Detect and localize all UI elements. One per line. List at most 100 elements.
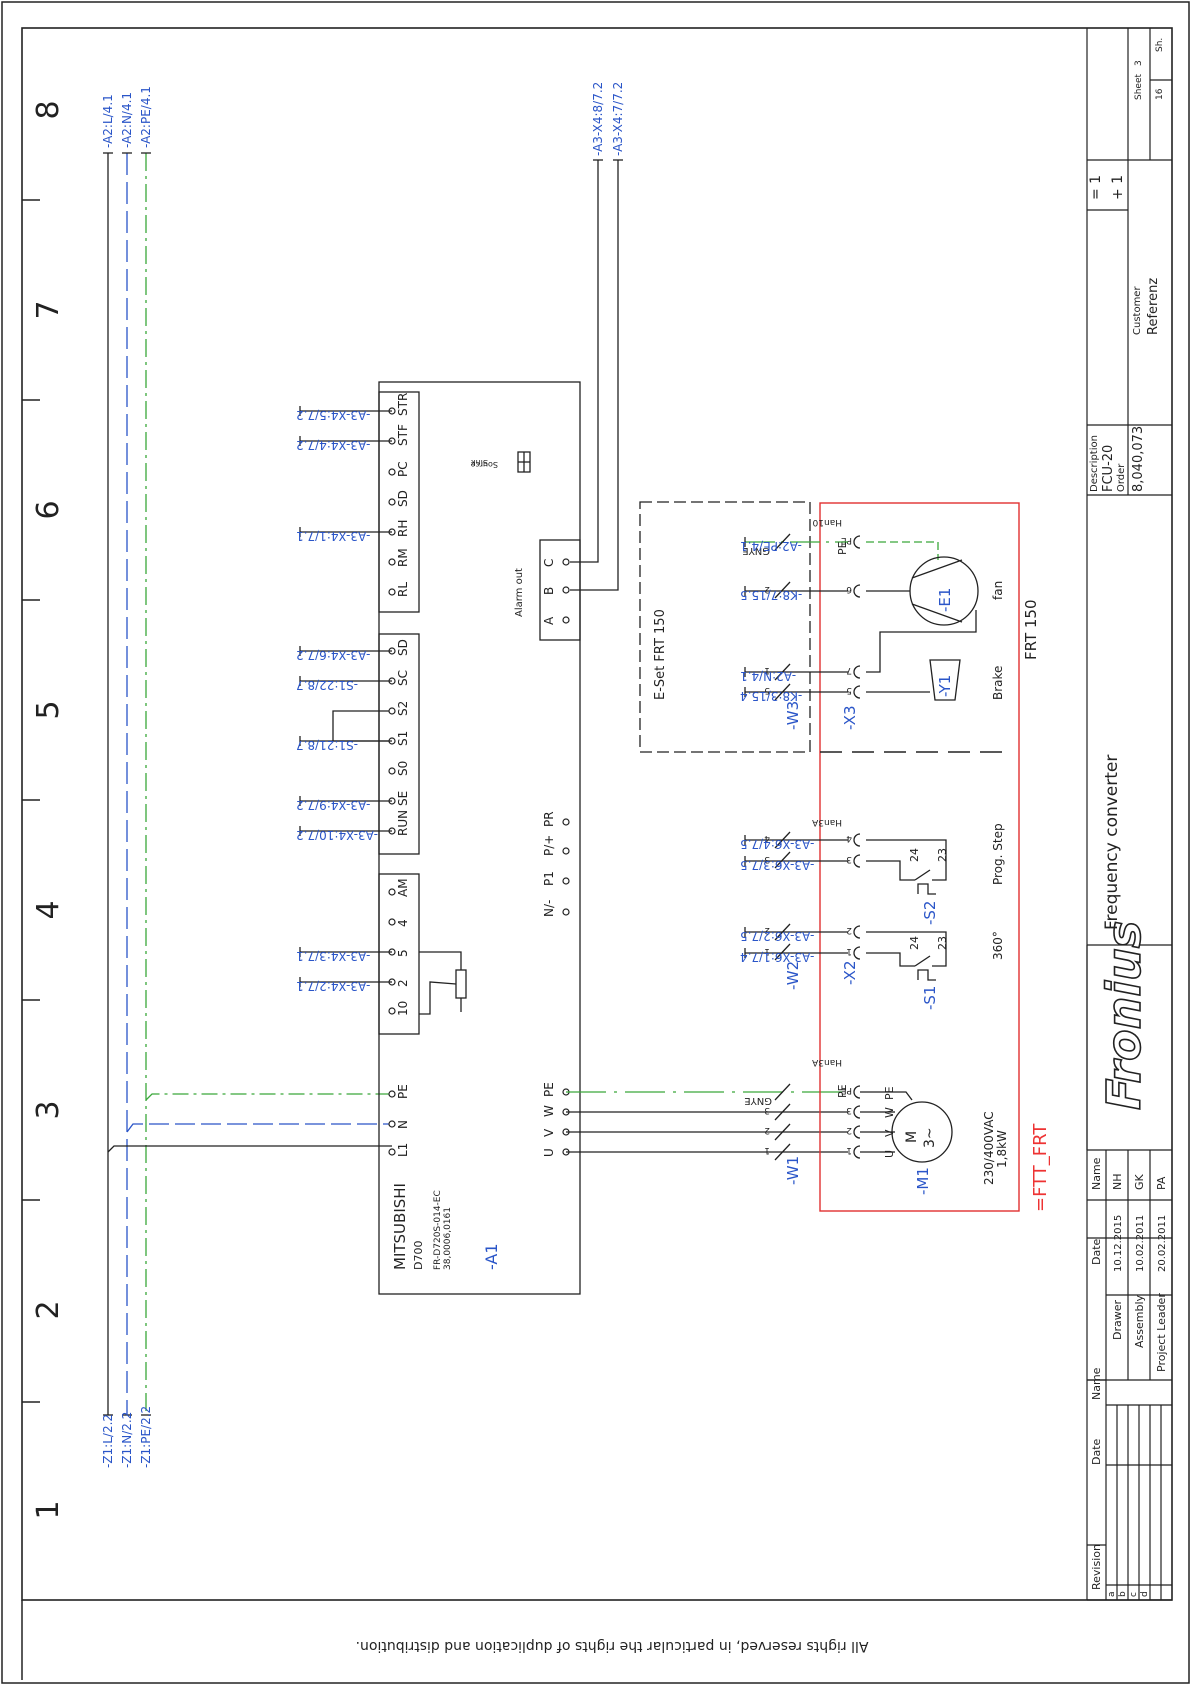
motor-m: M xyxy=(904,1131,920,1143)
pin-number: 6 xyxy=(846,584,852,594)
xref-z1-n: -Z1:N/2.2 xyxy=(120,1412,134,1468)
column-number-8: 8 xyxy=(31,100,66,119)
alarm-label-b: B xyxy=(542,587,556,595)
xref-a2-n: -A2:N/4.1 xyxy=(120,92,134,148)
relay-label-rl: RL xyxy=(396,582,410,597)
tb-role-name-header: Name xyxy=(1090,1157,1103,1190)
alarm-out-wiring xyxy=(570,159,623,591)
tb-plus: + 1 xyxy=(1110,175,1126,200)
relay-label-pc: PC xyxy=(396,461,410,477)
column-number-2: 2 xyxy=(31,1300,66,1319)
switch-s1: -S1 xyxy=(921,986,939,1010)
tb-date-header: Date xyxy=(1090,1438,1103,1465)
pin-number: PE xyxy=(841,535,852,545)
input-label-run: RUN xyxy=(396,810,410,836)
han10: Han10 xyxy=(812,517,842,527)
xref-step-4: -A3-X6:4/7.5 xyxy=(740,837,814,851)
tb-reference: Referenz xyxy=(1146,278,1161,335)
tb-leader-date: 20.02.2011 xyxy=(1157,1215,1168,1272)
xref-input-run: -A3-X4:10/7.2 xyxy=(296,828,378,842)
analog-label-am: AM xyxy=(396,878,410,897)
pe-motor: PE xyxy=(836,1084,849,1098)
xref-relay-stf: -A3-X4:4/7.2 xyxy=(296,438,370,452)
pin-number: 4 xyxy=(846,833,852,843)
wire-number: 1 xyxy=(764,665,770,675)
wire-number: 2 xyxy=(764,1125,770,1135)
inverter-a1 xyxy=(332,381,581,1295)
tb-rev-b: b xyxy=(1118,1591,1128,1597)
xref-input-sd: -A3-X4:6/7.2 xyxy=(296,648,370,662)
column-number-5: 5 xyxy=(31,700,66,719)
dc-label-n: N/- xyxy=(542,900,556,917)
rights-note: All rights reserved, in particular the r… xyxy=(356,1638,869,1654)
fan-e1: -E1 xyxy=(936,588,954,612)
motor-phase: 3~ xyxy=(922,1127,938,1148)
fan-label: fan xyxy=(991,581,1005,600)
tb-leader-name: PA xyxy=(1155,1176,1168,1190)
pin-number: 2 xyxy=(846,1125,852,1135)
brake-label: Brake xyxy=(991,666,1005,700)
pe-eset: PE xyxy=(836,541,849,555)
motor-term-u: U xyxy=(883,1150,896,1158)
xref-eset-pe: -A2:PE/4.1 xyxy=(740,539,802,553)
xref-alarm-2: -A3-X4:7/7.2 xyxy=(611,82,625,156)
xref-analog-5: -A3-X4:3/7.1 xyxy=(296,949,370,963)
relay-label-str: STR xyxy=(396,393,410,416)
tb-drawer-date: 10.12.2015 xyxy=(1113,1215,1124,1272)
tb-rev-a: a xyxy=(1107,1591,1117,1597)
dc-terminal-p1 xyxy=(562,877,570,885)
analog-terminal-10 xyxy=(388,1007,396,1015)
relay-terminal-rm xyxy=(388,558,396,566)
inverter-model: D700 xyxy=(412,1241,425,1270)
relay-terminal-pc xyxy=(388,468,396,476)
motor-tag: -M1 xyxy=(914,1167,932,1195)
pin-number: 5 xyxy=(846,685,852,695)
eset-wiring xyxy=(745,533,979,701)
conn-x3: -X3 xyxy=(841,706,859,731)
alarm-label-c: C xyxy=(542,559,556,567)
xref-deg-1: -A3-X6:1/7.4 xyxy=(740,950,814,964)
tb-description-header: Description xyxy=(1089,435,1100,492)
pin-number: 7 xyxy=(846,665,852,675)
tb-sheet: 3 xyxy=(1134,60,1144,66)
input-label-s1: S1 xyxy=(396,731,410,746)
input-terminal-s2 xyxy=(388,707,396,715)
inverter-sink: Sink xyxy=(471,458,488,467)
motor-term-w: W xyxy=(883,1107,896,1118)
han3a-2: Han3A xyxy=(811,817,842,827)
wire-number: 2 xyxy=(764,925,770,935)
xref-eset-n: -A2:N/4.1 xyxy=(740,669,796,683)
xref-relay-str: -A3-X4:5/7.2 xyxy=(296,408,370,422)
pin-number: 3 xyxy=(846,1105,852,1115)
dc-label-p: P/+ xyxy=(542,835,556,856)
deg-label: 360° xyxy=(991,931,1005,960)
tb-assembly-name: GK xyxy=(1133,1173,1146,1190)
xref-a2-l: -A2:L/4.1 xyxy=(101,94,115,148)
xref-deg-2: -A3-X6:2/7.5 xyxy=(740,929,814,943)
tb-description: FCU-20 xyxy=(1101,445,1116,492)
analog-terminal-4 xyxy=(388,918,396,926)
xref-input-sc: -S1:22/8.7 xyxy=(296,678,358,692)
tb-order-header: Order xyxy=(1116,463,1127,492)
han3a-1: Han3A xyxy=(811,1057,842,1067)
column-number-1: 1 xyxy=(31,1500,66,1519)
motor-label-pe: PE xyxy=(542,1082,556,1097)
dc-terminal-n xyxy=(562,908,570,916)
frt-frame xyxy=(819,502,1020,1212)
gnye-eset: GNYE xyxy=(742,545,770,556)
dc-label-pr: PR xyxy=(542,811,556,827)
inverter-tag: -A1 xyxy=(482,1243,501,1270)
tb-leader-role: Project Leader xyxy=(1155,1293,1168,1372)
contact-23-a: 23 xyxy=(936,936,949,950)
pin-number: 1 xyxy=(846,1145,852,1155)
contact-24-a: 24 xyxy=(908,936,921,950)
wire-number: 3 xyxy=(764,854,770,864)
inverter-brand: MITSUBISHI xyxy=(391,1183,409,1270)
motor-power: 1,8kW xyxy=(995,1130,1009,1168)
tb-eq: = 1 xyxy=(1088,175,1104,200)
title-block xyxy=(1086,28,1172,1601)
pin-number: 1 xyxy=(846,946,852,956)
dc-terminal-p xyxy=(562,847,570,855)
wire-number: 2 xyxy=(764,584,770,594)
